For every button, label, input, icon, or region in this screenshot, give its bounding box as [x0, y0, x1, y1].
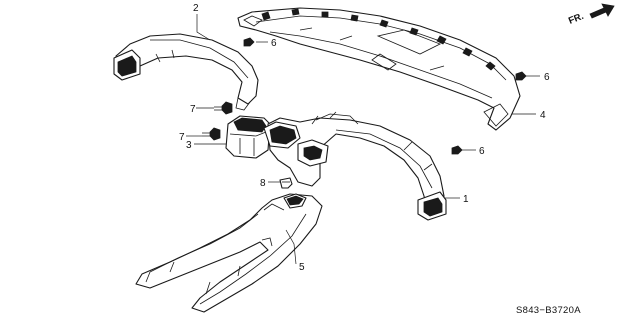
callout-4: 4: [540, 110, 546, 121]
center-duct: [263, 111, 447, 221]
callout-3: 3: [186, 140, 192, 151]
clip-icon: [515, 71, 527, 81]
clip-icon: [243, 37, 255, 47]
callout-6: 6: [479, 146, 485, 157]
drawing-code: S843−B3720A: [516, 305, 581, 316]
arrow-icon: [589, 3, 615, 19]
direction-label: FR.: [567, 11, 585, 27]
callout-8: 8: [260, 178, 266, 189]
screw-icon: [214, 101, 233, 115]
callout-1: 1: [463, 194, 469, 205]
clip-icon: [279, 177, 293, 189]
callout-2: 2: [193, 3, 199, 14]
callout-5: 5: [299, 262, 305, 273]
callout-7: 7: [190, 104, 196, 115]
lower-duct: [135, 193, 323, 313]
callout-7: 7: [179, 132, 185, 143]
vent-nozzle: [225, 115, 271, 159]
leader-lines: [186, 14, 540, 265]
callout-6: 6: [271, 38, 277, 49]
callout-6: 6: [544, 72, 550, 83]
clip-icon: [451, 145, 463, 155]
upper-duct: [237, 7, 521, 131]
left-upper-duct: [113, 33, 259, 111]
direction-indicator: FR.: [567, 3, 615, 27]
screw-icon: [202, 127, 221, 141]
